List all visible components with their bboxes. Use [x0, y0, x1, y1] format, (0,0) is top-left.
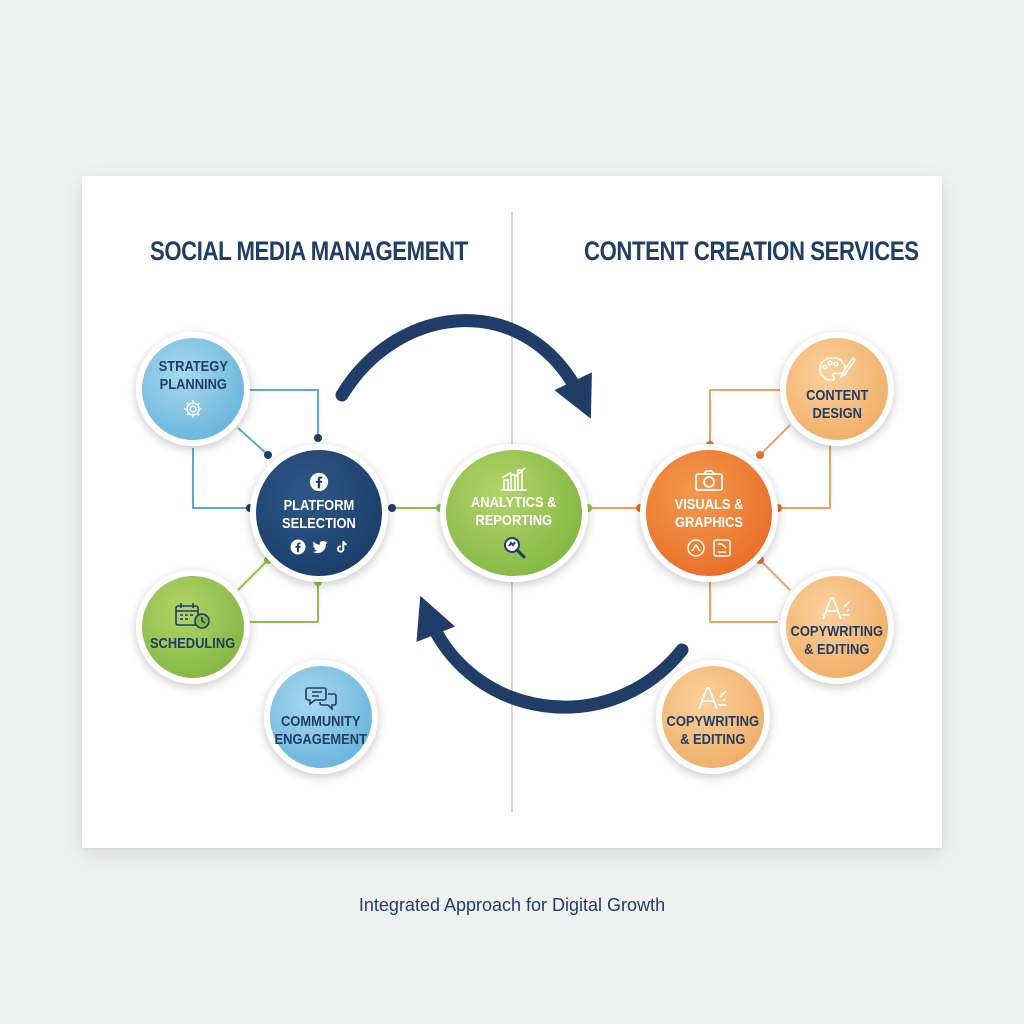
scheduling-node[interactable]: SCHEDULING [136, 570, 250, 684]
text-edit-icon [698, 687, 727, 710]
left-connectors [192, 389, 319, 509]
social-media-management-title: SOCIAL MEDIA MANAGEMENT [150, 236, 468, 266]
copywriting-editing-node-2[interactable]: COPYWRITING & EDITING [656, 660, 770, 774]
strategy-planning-node[interactable]: STRATEGY PLANNING [136, 332, 250, 446]
text-edit-icon [822, 597, 851, 620]
design-tools-icon [687, 539, 731, 557]
strategy-planning-label: STRATEGY PLANNING [158, 358, 228, 393]
gear-icon [184, 400, 202, 418]
platform-selection-label: PLATFORM SELECTION [282, 496, 356, 532]
copywriting-editing-label-2: COPYWRITING & EDITING [666, 713, 760, 748]
visuals-graphics-node[interactable]: VISUALS & GRAPHICS [640, 444, 778, 582]
scheduling-label: SCHEDULING [150, 635, 236, 652]
diagram-caption: Integrated Approach for Digital Growth [358, 895, 666, 915]
community-engagement-label: COMMUNITY ENGAGEMENT [274, 713, 368, 748]
copywriting-editing-label-1: COPYWRITING & EDITING [790, 623, 884, 658]
chat-bubbles-icon [305, 687, 337, 711]
magnifier-icon [504, 537, 526, 559]
facebook-icon [290, 539, 306, 554]
tiktok-icon [337, 540, 347, 553]
palette-brush-icon [819, 356, 857, 381]
twitter-icon [312, 540, 328, 553]
analytics-reporting-node[interactable]: ANALYTICS & REPORTING [440, 444, 588, 582]
right-connectors [709, 389, 831, 623]
cycle-arrow-bottom [416, 595, 689, 714]
content-design-node[interactable]: CONTENT DESIGN [780, 332, 894, 446]
visuals-graphics-label: VISUALS & GRAPHICS [674, 496, 744, 531]
camera-icon [695, 470, 723, 491]
content-creation-services-title: CONTENT CREATION SERVICES [584, 236, 919, 266]
bar-chart-icon [501, 467, 527, 491]
calendar-clock-icon [175, 603, 210, 629]
platform-selection-node[interactable]: PLATFORM SELECTION [250, 444, 388, 582]
cycle-arrow-top [335, 314, 592, 419]
content-design-label: CONTENT DESIGN [805, 387, 869, 422]
left-green-connectors [237, 559, 319, 623]
facebook-icon [309, 472, 329, 491]
copywriting-editing-node-1[interactable]: COPYWRITING & EDITING [780, 570, 894, 684]
analytics-reporting-label: ANALYTICS & REPORTING [471, 494, 557, 529]
community-engagement-node[interactable]: COMMUNITY ENGAGEMENT [264, 660, 378, 774]
